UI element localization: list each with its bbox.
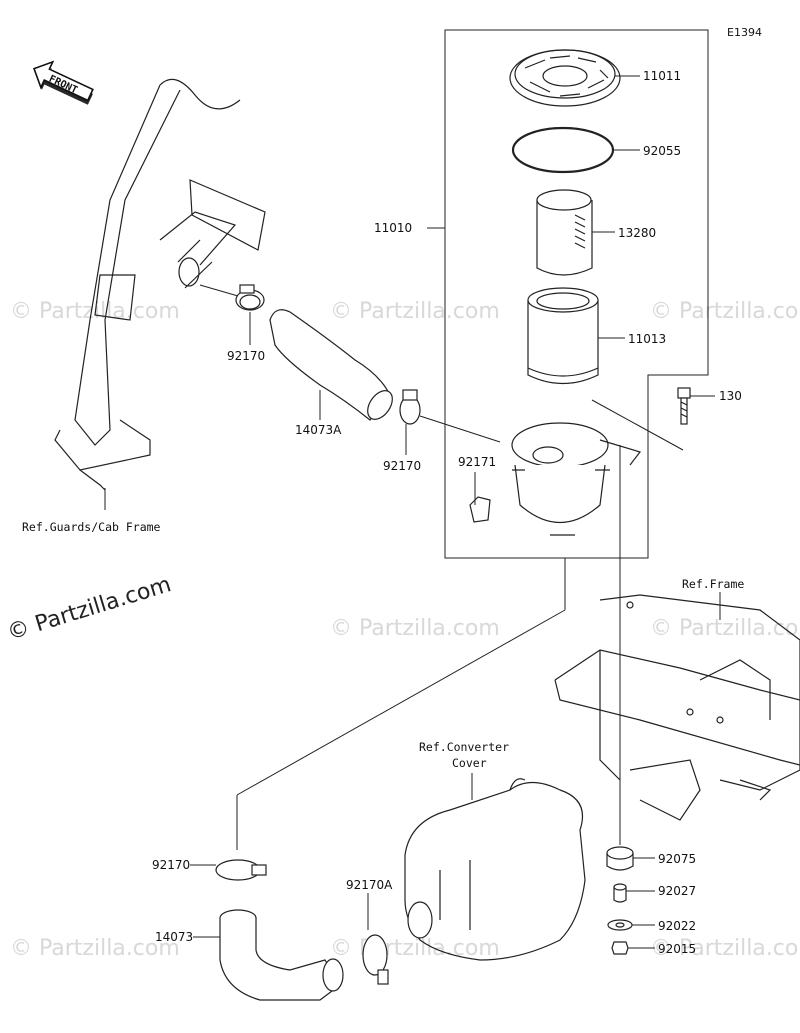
- cab-frame-tube: [54, 78, 266, 491]
- frame-structure: [554, 594, 800, 821]
- part-label-92022: 92022: [658, 919, 696, 933]
- watermarks: © Partzilla.com © Partzilla.com © Partzi…: [10, 299, 800, 961]
- watermark: © Partzilla.com: [650, 936, 800, 961]
- ref-converter-label-cover: Cover: [452, 756, 487, 770]
- part-label-13280: 13280: [618, 226, 656, 240]
- inner-filter-element-13280: [536, 189, 593, 276]
- ref-frame-label: Ref.Frame: [682, 577, 744, 591]
- part-label-92170: 92170: [152, 858, 190, 872]
- part-label-14073A: 14073A: [295, 423, 342, 437]
- part-label-92170A: 92170A: [346, 878, 393, 892]
- bolt-130: [677, 387, 691, 425]
- air-filter-cover-11011: [509, 49, 621, 107]
- air-cleaner-housing: [511, 422, 642, 536]
- o-ring-92055: [511, 126, 615, 174]
- part-label-92075: 92075: [658, 852, 696, 866]
- part-label-92055: 92055: [643, 144, 681, 158]
- part-label-14073: 14073: [155, 930, 193, 944]
- watermark: © Partzilla.com: [330, 936, 500, 961]
- converter-cover: [404, 778, 586, 961]
- part-label-92170: 92170: [227, 349, 265, 363]
- ref-guards-label: Ref.Guards/Cab Frame: [22, 520, 161, 534]
- part-label-92015: 92015: [658, 942, 696, 956]
- air-duct-14073: [219, 909, 344, 1001]
- ref-converter-label: Ref.Converter: [419, 740, 509, 754]
- collar-92027: [613, 883, 627, 903]
- part-label-92170: 92170: [383, 459, 421, 473]
- part-label-92027: 92027: [658, 884, 696, 898]
- assembly-box: [444, 29, 709, 559]
- watermark: © Partzilla.com: [650, 299, 800, 324]
- watermark: © Partzilla.com: [10, 936, 180, 961]
- partzilla-watermark: © Partzilla.com: [4, 572, 174, 646]
- part-label-92171: 92171: [458, 455, 496, 469]
- part-label-11013: 11013: [628, 332, 666, 346]
- hose-clamp-92170A: [362, 934, 389, 985]
- hose-clamp-92170-upper: [235, 284, 265, 311]
- air-duct-14073A: [269, 309, 393, 421]
- front-arrow-icon: FRONT: [33, 60, 94, 105]
- part-label-11011: 11011: [643, 69, 681, 83]
- watermark: © Partzilla.com: [650, 616, 800, 641]
- watermark: © Partzilla.com: [330, 299, 500, 324]
- hose-clamp-92170-middle: [399, 389, 421, 425]
- nut-92015: [611, 941, 629, 955]
- clip-92171: [469, 496, 491, 523]
- part-label-11010: 11010: [374, 221, 412, 235]
- air-filter-element-11013: [527, 287, 599, 384]
- rubber-bushing-92075: [606, 846, 634, 871]
- part-label-130: 130: [719, 389, 742, 403]
- washer-92022: [607, 919, 633, 931]
- hose-clamp-92170-lower: [215, 859, 267, 881]
- diagram-code: E1394: [727, 26, 762, 39]
- watermark: © Partzilla.com: [330, 616, 500, 641]
